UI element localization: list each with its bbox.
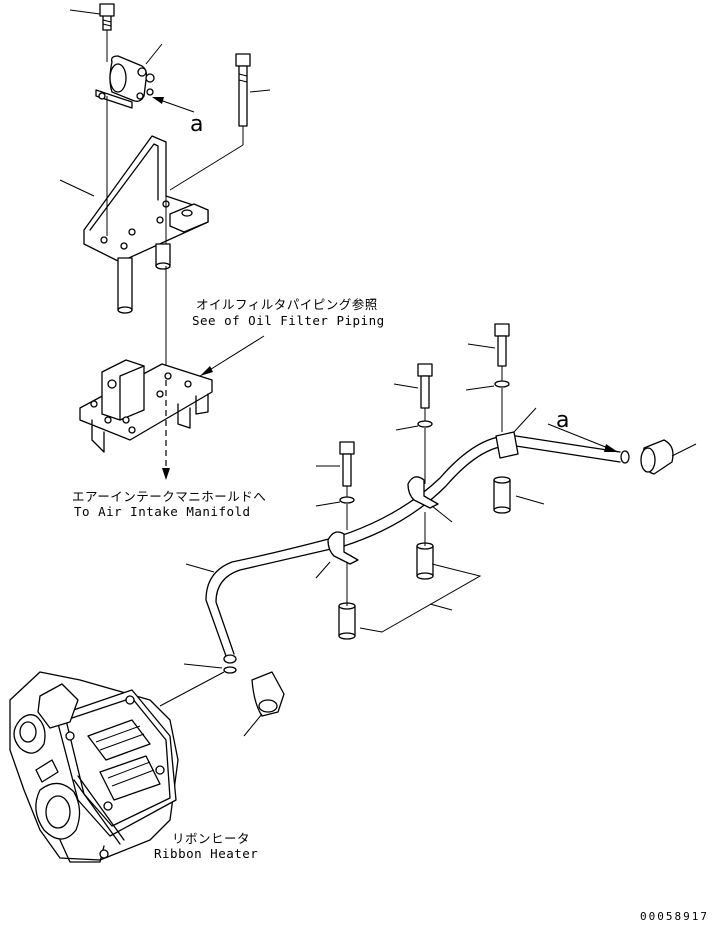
upper-bracket <box>59 135 209 314</box>
oil-filter-arrow <box>200 366 213 376</box>
washer-right-3-leader <box>315 501 341 507</box>
ribbon-heater-assembly <box>9 671 179 863</box>
top-bolt <box>69 3 115 31</box>
pipe-leader <box>185 563 215 573</box>
relay-solenoid <box>95 43 163 109</box>
washer-right-3 <box>339 496 355 504</box>
washer-right-2 <box>417 420 433 428</box>
ribbon-heater-en-label: Ribbon Heater <box>154 846 259 861</box>
pipe-block-clamp <box>495 407 537 459</box>
leader-a-left <box>159 99 195 113</box>
washer-right-2-leader <box>395 425 419 431</box>
washer-heater <box>223 666 237 674</box>
hose-elbow-heater <box>243 671 285 737</box>
detail-letter-a-right: a <box>556 408 570 433</box>
long-bolt <box>235 53 271 127</box>
ribbon-heater-jp-label: リボンヒータ <box>172 831 251 846</box>
manifold-arrow <box>162 468 170 480</box>
bolt-right-1 <box>467 323 510 367</box>
spacer-1 <box>493 476 545 514</box>
spacer-3 <box>338 602 356 640</box>
clamp-1 <box>315 531 359 579</box>
lower-bracket <box>79 359 213 453</box>
washer-heater-leader <box>183 663 223 669</box>
oil-filter-ref-jp-label: オイルフィルタパイピング参照 <box>196 297 378 312</box>
heater-axis-line <box>159 671 225 707</box>
bolt-right-3 <box>316 441 355 487</box>
oil-filter-ref-en-label: See of Oil Filter Piping <box>192 313 385 328</box>
detail-letter-a-left: a <box>190 112 204 137</box>
intake-manifold-en-label: To Air Intake Manifold <box>74 504 251 519</box>
drawing-code: 00058917 <box>640 910 709 923</box>
arrow-a-left <box>152 97 164 104</box>
washer-right-1 <box>494 380 510 388</box>
arrow-a-right <box>604 444 618 452</box>
bolt-right-2 <box>393 363 433 409</box>
washer-right-1-leader <box>465 385 495 391</box>
clamp-2 <box>407 476 453 523</box>
intake-manifold-jp-label: エアーインテークマニホールドへ <box>72 489 267 504</box>
spacer-2 <box>416 542 434 580</box>
long-bolt-axis-2 <box>169 144 244 191</box>
spacer-group-leader <box>429 603 453 611</box>
hose-elbow-right <box>640 439 697 475</box>
